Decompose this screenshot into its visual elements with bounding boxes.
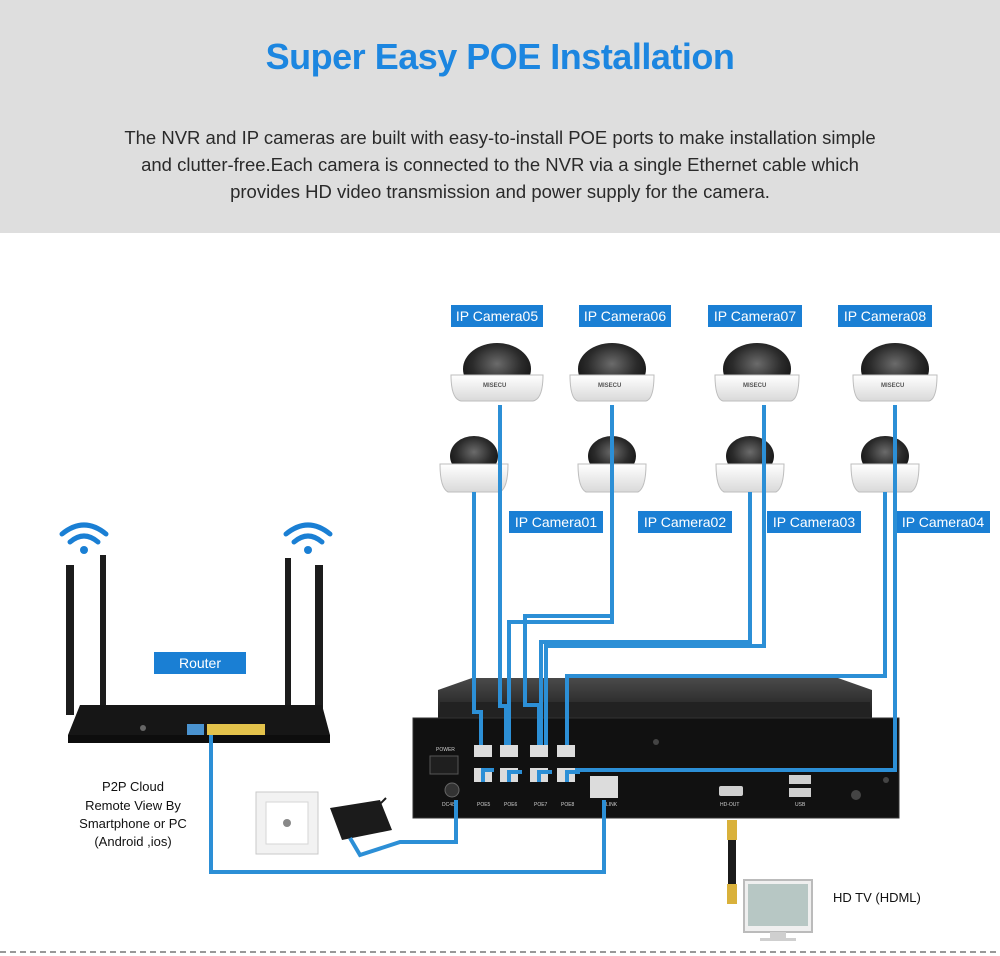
ip-camera-07: MISECU [714, 343, 800, 402]
camera-label: IP Camera07 [714, 308, 796, 324]
hd-tv [743, 879, 813, 941]
nvr-recorder: POWER DC48V POE5 POE6 POE7 POE8 LINK HD-… [412, 678, 900, 819]
camera-label: IP Camera05 [456, 308, 538, 324]
p2p-description: P2P Cloud Remote View By Smartphone or P… [79, 779, 187, 849]
ip-camera-04 [850, 436, 920, 493]
description-line: provides HD video transmission and power… [230, 181, 770, 202]
router: Router [59, 522, 333, 743]
ip-camera-03 [715, 436, 785, 493]
description-line: and clutter-free.Each camera is connecte… [141, 154, 859, 175]
nvr-lan-label: LINK [606, 802, 618, 808]
camera-labels: IP Camera05 IP Camera06 IP Camera07 IP C… [451, 305, 990, 533]
camera-brand: MISECU [743, 383, 766, 389]
wifi-icon [59, 522, 109, 554]
ip-camera-06: MISECU [569, 343, 655, 402]
header-banner: Super Easy POE Installation The NVR and … [0, 0, 1000, 233]
lan-cable [209, 735, 606, 874]
page-description: The NVR and IP cameras are built with ea… [90, 124, 910, 205]
page-title: Super Easy POE Installation [265, 36, 735, 77]
camera-label: IP Camera06 [584, 308, 666, 324]
camera-label: IP Camera01 [515, 514, 597, 530]
camera-brand: MISECU [881, 383, 904, 389]
camera-row-bottom [439, 436, 920, 493]
nvr-usb-label: USB [795, 802, 806, 808]
ip-camera-08: MISECU [852, 343, 938, 402]
poe-installation-diagram: MISECU MISECU MISECU MISECU [0, 305, 1000, 953]
camera-label: IP Camera03 [773, 514, 855, 530]
nvr-hdmi-label: HD-OUT [720, 802, 739, 808]
camera-label: IP Camera04 [902, 514, 984, 530]
camera-brand: MISECU [483, 383, 506, 389]
ip-camera-01 [439, 436, 509, 493]
power-outlet [255, 791, 319, 855]
poe-port-label: POE5 [477, 802, 491, 808]
tv-label: HD TV (HDML) [833, 890, 921, 905]
description-line: The NVR and IP cameras are built with ea… [124, 127, 876, 148]
nvr-dc-label: DC48V [442, 802, 459, 808]
p2p-line: (Android ,ios) [94, 834, 171, 849]
ip-camera-05: MISECU [450, 343, 544, 402]
p2p-line: Remote View By [85, 798, 181, 813]
nvr-power-label: POWER [436, 747, 455, 753]
camera-row-top: MISECU MISECU MISECU MISECU [450, 343, 938, 402]
poe-port-label: POE7 [534, 802, 548, 808]
camera-cables [472, 405, 897, 782]
router-label: Router [179, 655, 221, 671]
poe-port-label: POE8 [561, 802, 575, 808]
p2p-line: P2P Cloud [102, 779, 164, 794]
camera-label: IP Camera08 [844, 308, 926, 324]
poe-port-label: POE6 [504, 802, 518, 808]
hdmi-cable [727, 820, 737, 904]
power-adapter [330, 797, 458, 858]
wifi-icon [283, 522, 333, 554]
camera-brand: MISECU [598, 383, 621, 389]
p2p-line: Smartphone or PC [79, 816, 187, 831]
camera-label: IP Camera02 [644, 514, 726, 530]
